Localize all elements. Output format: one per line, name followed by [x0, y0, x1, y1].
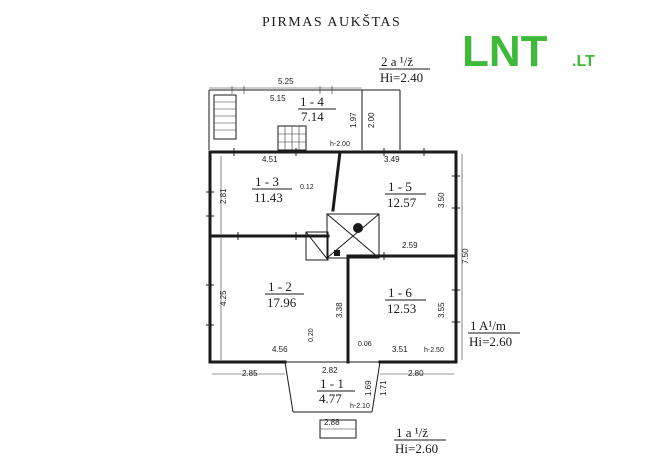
dim-r15-height: 3.50 — [437, 192, 446, 208]
dim-h-250: h-2.50 — [424, 347, 444, 354]
floor-note-bottom-line1: 1 a ¹/ž — [396, 425, 428, 440]
room-1-5-label: 1 - 5 12.57 — [385, 179, 426, 210]
logo-suffix: .LT — [572, 53, 595, 70]
room-area: 7.14 — [301, 109, 324, 124]
room-1-3-label: 1 - 3 11.43 — [252, 174, 292, 205]
dim-porch-171: 1.71 — [379, 380, 388, 396]
stairs-left — [213, 94, 237, 140]
dim-r12-height: 4.25 — [219, 290, 228, 306]
dim-r16-width: 2.59 — [402, 241, 418, 250]
lnt-logo: LNT .LT — [462, 27, 595, 76]
room-1-4-label: 1 - 4 7.14 — [298, 94, 336, 124]
dim-h-200: h-2.00 — [330, 141, 350, 148]
dim-top-inner: 5.15 — [270, 94, 286, 103]
floor-note-right: 1 A¹/m Hi=2.60 — [468, 318, 520, 349]
upper-extension-walls — [208, 86, 401, 150]
room-area: 4.77 — [319, 391, 342, 406]
floor-note-upper-line2: Hi=2.40 — [380, 70, 423, 85]
floor-note-right-line2: Hi=2.60 — [469, 334, 512, 349]
floor-note-right-line1: 1 A¹/m — [470, 318, 506, 333]
dim-r13-height: 2.81 — [219, 188, 228, 204]
chimney-block — [305, 213, 380, 261]
dim-overall-height: 7.50 — [461, 248, 470, 264]
exterior-walls — [208, 150, 458, 364]
dim-porch-width: 2.82 — [322, 366, 338, 375]
floor-note-bottom-line2: Hi=2.60 — [395, 441, 438, 456]
room-area: 17.96 — [267, 295, 297, 310]
room-code: 1 - 3 — [255, 174, 279, 189]
entrance-porch — [284, 361, 381, 439]
room-1-6-label: 1 - 6 12.53 — [385, 285, 426, 316]
dim-wall-006: 0.06 — [358, 341, 372, 348]
dim-left-ext: 2.85 — [242, 369, 258, 378]
floor-note-bottom: 1 a ¹/ž Hi=2.60 — [394, 425, 446, 456]
dimension-labels: 5.25 5.15 1.97 2.00 h-2.00 4.51 3.49 2.8… — [219, 77, 470, 427]
stairs-center — [277, 125, 307, 151]
room-code: 1 - 4 — [300, 94, 324, 109]
room-area: 12.53 — [387, 301, 416, 316]
floor-note-upper-line1: 2 a ¹/ž — [381, 54, 413, 69]
interior-walls — [208, 150, 458, 364]
dim-stair-2: 2.00 — [367, 112, 376, 128]
room-1-2-label: 1 - 2 17.96 — [265, 279, 304, 310]
dim-r13-width: 4.51 — [262, 155, 278, 164]
dim-partition: 0.12 — [300, 184, 314, 191]
room-code: 1 - 6 — [388, 285, 412, 300]
room-code: 1 - 2 — [268, 279, 292, 294]
dim-r15-width: 3.49 — [384, 155, 400, 164]
dim-r16-bottom: 3.51 — [392, 345, 408, 354]
window-marks — [206, 148, 460, 326]
room-area: 11.43 — [254, 190, 283, 205]
floor-note-upper: 2 a ¹/ž Hi=2.40 — [379, 54, 430, 85]
room-code: 1 - 5 — [388, 179, 412, 194]
room-code: 1 - 1 — [320, 376, 344, 391]
dim-h-210: h-2.10 — [350, 403, 370, 410]
room-area: 12.57 — [387, 195, 417, 210]
room-1-1-label: 1 - 1 4.77 — [317, 376, 355, 406]
dim-r16-height: 3.55 — [437, 302, 446, 318]
dimension-lines — [209, 87, 463, 375]
dim-wall-020: 0.20 — [308, 328, 315, 342]
dim-center: 3.38 — [335, 302, 344, 318]
logo-text: LNT — [462, 27, 548, 76]
dim-stair-1: 1.97 — [349, 112, 358, 128]
dim-r12-width: 4.56 — [272, 345, 288, 354]
dim-porch-169: 1.69 — [364, 380, 373, 396]
plan-title: PIRMAS AUKŠTAS — [262, 13, 401, 30]
dim-step-width: 2.88 — [324, 418, 340, 427]
dim-top-overall: 5.25 — [278, 77, 294, 86]
dim-right-ext: 2.80 — [408, 369, 424, 378]
